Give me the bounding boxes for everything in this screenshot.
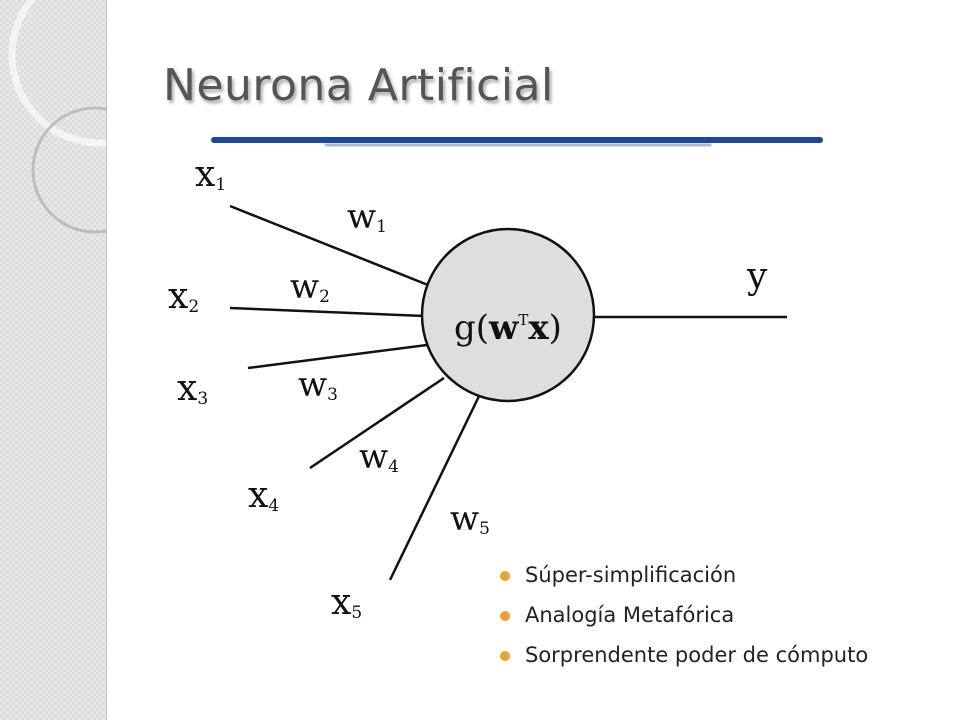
bullet-text: Analogía Metafórica [525,603,735,627]
input-edge-4 [309,376,445,470]
weight-label-3: w3 [298,365,338,405]
input-label-2: x2 [168,276,199,317]
input-edge-1 [229,204,434,289]
bullet-item: Analogía Metafórica [498,600,868,640]
input-edge-2 [229,306,426,318]
bullet-text: Sorprendente poder de cómputo [525,643,869,667]
decorative-sidebar [0,0,107,720]
output-label: y [746,256,768,297]
bullet-text: Súper-simplificación [525,563,737,587]
weight-label-4: w4 [359,437,399,477]
input-label-4: x4 [248,475,279,516]
bullet-dot-icon [500,571,510,581]
bullet-dot-icon [500,651,510,661]
weight-label-2: w2 [290,267,330,307]
bullet-item: Súper-simplificación [498,560,868,600]
neuron-node [420,227,596,403]
bullet-list: Súper-simplificación Analogía Metafórica… [498,560,868,680]
decorative-circles [8,0,106,234]
bullet-item: Sorprendente poder de cómputo [498,640,868,680]
input-label-1: x1 [195,154,226,195]
input-edge-5 [388,391,483,581]
input-label-5: x5 [331,582,362,623]
bullet-dot-icon [500,611,510,621]
input-label-3: x3 [177,368,208,409]
weight-label-1: w1 [347,197,387,237]
title-underline [211,137,823,147]
weight-label-5: w5 [450,499,490,539]
slide-title: Neurona Artificial [163,60,554,111]
neuron-diagram: g(wTx) y x1 x2 x3 x4 x5 w1 w2 w3 w4 w5 [168,154,787,623]
input-edge-3 [247,343,428,370]
neuron-activation-label: g(wTx) [454,308,562,348]
